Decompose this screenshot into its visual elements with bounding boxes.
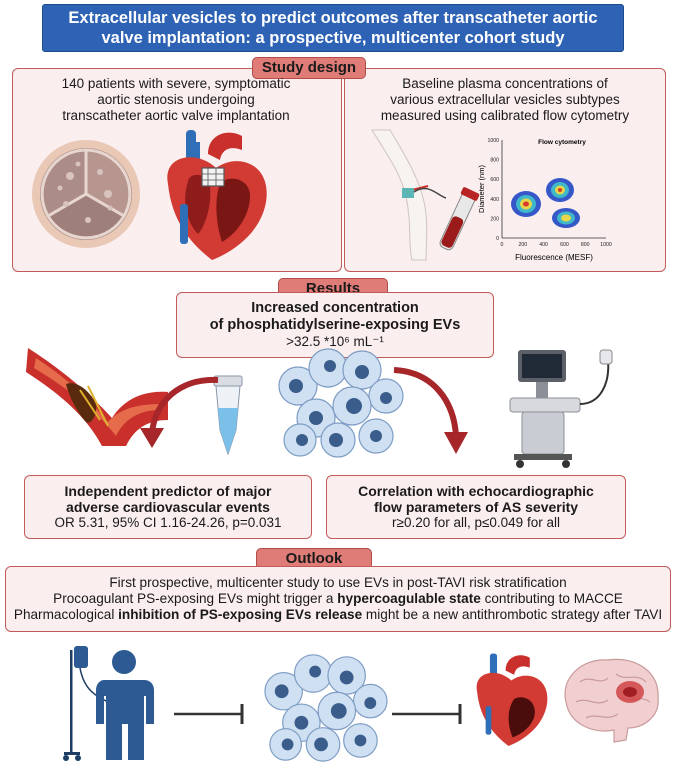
right-line-1: Baseline plasma concentrations of: [402, 76, 608, 91]
outlook-line-1: First prospective, multicenter study to …: [109, 575, 567, 590]
title-line-2: valve implantation: a prospective, multi…: [101, 29, 565, 47]
ytick-3: 600: [490, 177, 499, 183]
inhibition-line-2-icon: [392, 704, 462, 724]
ytick-0: 0: [496, 236, 499, 242]
ytick-5: 1000: [487, 138, 499, 144]
extracellular-vesicles-icon: [278, 348, 404, 458]
cluster-top: [546, 178, 574, 202]
outlook-line-3-b: inhibition of PS-exposing EVs release: [118, 607, 363, 622]
plot-xlabel: Fluorescence (MESF): [515, 253, 593, 262]
outlook-line-3-c: might be a new antithrombotic strategy a…: [362, 607, 663, 622]
xtick-3: 600: [560, 242, 569, 248]
ytick-4: 800: [490, 158, 499, 164]
left-line-1: 140 patients with severe, symptomatic: [61, 76, 291, 91]
study-design-right-text: Baseline plasma concentrations of variou…: [350, 76, 660, 124]
blood-draw-arm-icon: [371, 129, 480, 261]
results-left-line-3: OR 5.31, 95% CI 1.16-24.26, p=0.031: [54, 515, 282, 530]
inhibition-line-1-icon: [174, 704, 244, 724]
plot-title: Flow cytometry: [538, 139, 586, 146]
patient-iv-drip-icon: [63, 646, 154, 761]
results-main-line-3: >32.5 *10⁶ mL⁻¹: [286, 334, 384, 349]
plot-ylabel: Diameter (nm): [477, 165, 486, 213]
extracellular-vesicles-bottom-icon: [264, 654, 388, 762]
xtick-5: 1000: [600, 242, 612, 248]
ultrasound-machine-icon: [509, 349, 613, 468]
left-line-2: aortic stenosis undergoing: [97, 92, 255, 107]
flow-cytometry-plot: Flow cytometry 0 200 400 600 800 1000 0 …: [477, 138, 612, 262]
results-right-line-1: Correlation with echocardiographic: [358, 483, 594, 499]
right-line-3: measured using calibrated flow cytometry: [380, 108, 630, 123]
stenotic-valve-icon: [32, 140, 140, 248]
arrow-left-icon: [140, 376, 219, 448]
xtick-2: 400: [539, 242, 548, 248]
xtick-0: 0: [501, 242, 504, 248]
results-left-line-1: Independent predictor of major: [64, 483, 272, 499]
study-design-left-text: 140 patients with severe, symptomatic ao…: [16, 76, 336, 124]
outlook-line-3: Pharmacological inhibition of PS-exposin…: [6, 607, 670, 623]
study-design-badge: Study design: [252, 57, 366, 79]
outlook-line-2: Procoagulant PS-exposing EVs might trigg…: [6, 591, 670, 607]
results-main-line-2: of phosphatidylserine-exposing EVs: [209, 317, 461, 333]
brain-icon: [564, 658, 659, 743]
results-left-line-2: adverse cardiovascular events: [66, 499, 270, 515]
page-title: Extracellular vesicles to predict outcom…: [42, 4, 624, 52]
outlook-line-2-b: hypercoagulable state: [337, 591, 481, 606]
clotted-vessel-icon: [26, 348, 168, 446]
cluster-bottom: [552, 208, 580, 228]
sample-tube-icon: [213, 375, 243, 456]
outlook-line-2-a: Procoagulant PS-exposing EVs might trigg…: [53, 591, 338, 606]
heart-icon: [476, 653, 548, 746]
heart-with-valve-icon: [167, 130, 267, 260]
results-right-line-3: r≥0.20 for all, p≤0.049 for all: [392, 515, 560, 530]
arrow-right-icon: [393, 367, 468, 454]
cluster-left: [511, 191, 541, 217]
left-line-3: transcatheter aortic valve implantation: [62, 108, 290, 123]
xtick-1: 200: [518, 242, 527, 248]
title-line-1: Extracellular vesicles to predict outcom…: [68, 9, 598, 27]
outlook-box: First prospective, multicenter study to …: [5, 566, 671, 632]
outlook-line-2-c: contributing to MACCE: [480, 591, 623, 606]
ytick-2: 400: [490, 197, 499, 203]
results-right-line-2: flow parameters of AS severity: [373, 499, 579, 515]
results-right-box: Correlation with echocardiographic flow …: [326, 475, 626, 539]
ytick-1: 200: [490, 216, 499, 222]
results-main-box: Increased concentration of phosphatidyls…: [176, 292, 494, 358]
results-left-box: Independent predictor of major adverse c…: [24, 475, 312, 539]
results-main-line-1: Increased concentration: [251, 300, 419, 316]
outlook-line-3-a: Pharmacological: [13, 607, 119, 622]
right-line-2: various extracellular vesicles subtypes: [390, 92, 620, 107]
xtick-4: 800: [581, 242, 590, 248]
